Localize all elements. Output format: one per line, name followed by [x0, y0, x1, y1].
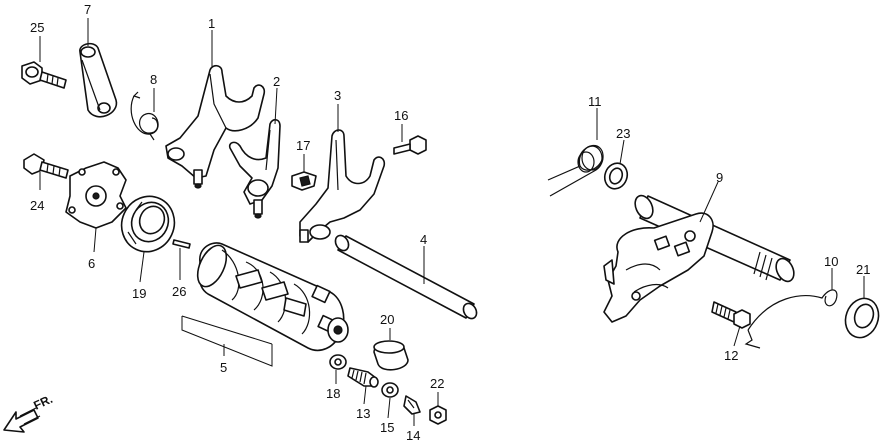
- part-8-spring: [130, 91, 159, 141]
- callout-7: 7: [84, 2, 91, 17]
- leader-lines: [39, 18, 865, 426]
- callout-labels: 25 7 8 1 2 3 16 17 4 6 19 26 5 24 11 23 …: [30, 2, 870, 443]
- callout-5: 5: [220, 360, 227, 375]
- callout-8: 8: [150, 72, 157, 87]
- part-14-clip: [403, 395, 421, 415]
- callout-10: 10: [824, 254, 838, 269]
- callout-17: 17: [296, 138, 310, 153]
- part-21-oil-seal: [844, 297, 880, 339]
- part-26-pin: [172, 239, 191, 249]
- callout-18: 18: [326, 386, 340, 401]
- callout-22: 22: [430, 376, 444, 391]
- callout-3: 3: [334, 88, 341, 103]
- callout-23: 23: [616, 126, 630, 141]
- callout-1: 1: [208, 16, 215, 31]
- part-16-bolt: [393, 135, 427, 155]
- callout-6: 6: [88, 256, 95, 271]
- callout-9: 9: [716, 170, 723, 185]
- part-10-spring: [744, 289, 838, 349]
- front-direction-indicator: FR.: [3, 392, 55, 433]
- callout-14: 14: [406, 428, 420, 443]
- callout-15: 15: [380, 420, 394, 435]
- part-1-shift-fork: [165, 64, 266, 189]
- part-19-bearing: [120, 195, 176, 253]
- part-25-bolt: [21, 61, 67, 89]
- part-20-collar: [373, 340, 409, 371]
- callout-16: 16: [394, 108, 408, 123]
- part-2-shift-fork: [228, 118, 281, 219]
- callout-26: 26: [172, 284, 186, 299]
- callout-20: 20: [380, 312, 394, 327]
- part-22-nut: [429, 405, 447, 425]
- callout-13: 13: [356, 406, 370, 421]
- part-24-bolt: [23, 153, 69, 179]
- callout-4: 4: [420, 232, 427, 247]
- callout-2: 2: [273, 74, 280, 89]
- part-11-return-spring: [547, 144, 604, 197]
- part-15-washer: [381, 382, 399, 398]
- callout-25: 25: [30, 20, 44, 35]
- part-6-stopper-plate: [65, 161, 127, 229]
- callout-11: 11: [588, 94, 602, 109]
- callout-24: 24: [30, 198, 44, 213]
- callout-12: 12: [724, 348, 738, 363]
- callout-19: 19: [132, 286, 146, 301]
- part-17-clip: [291, 171, 317, 191]
- part-13-neutral-switch-pin: [347, 367, 379, 388]
- part-7-stopper-arm: [79, 42, 118, 118]
- callout-21: 21: [856, 262, 870, 277]
- part-18-washer: [329, 354, 347, 370]
- front-arrow-icon: [3, 409, 39, 433]
- part-5-shift-drum: [196, 242, 349, 352]
- part-3-shift-fork: [299, 129, 386, 243]
- part-23-washer: [603, 162, 629, 190]
- part-4-fork-shaft: [334, 234, 478, 320]
- part-9-gearshift-spindle: [603, 194, 795, 323]
- part-12-bolt: [711, 301, 751, 329]
- front-label: FR.: [31, 392, 54, 413]
